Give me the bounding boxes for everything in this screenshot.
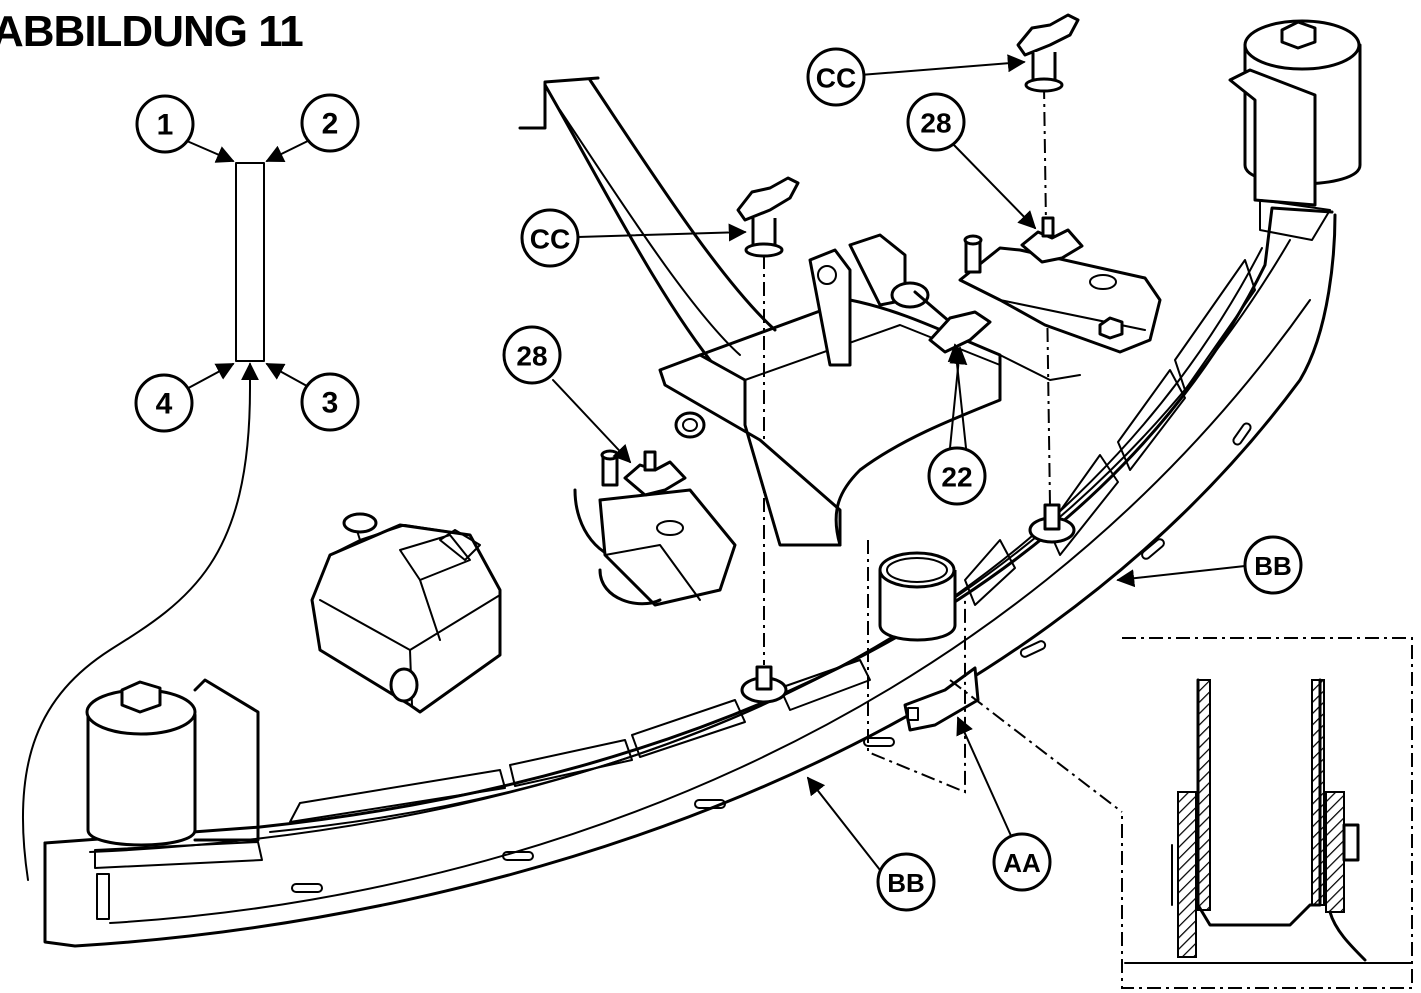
leader-cc-top	[859, 54, 1026, 76]
section-cut-box	[867, 540, 966, 794]
mounting-bracket	[518, 76, 1081, 547]
arrow-4	[180, 363, 235, 393]
callout-22: 22	[927, 446, 987, 506]
callout-cc-top: CC	[806, 47, 866, 107]
t-handle-knob-top	[1016, 13, 1080, 93]
leader-22	[949, 346, 968, 449]
leader-bb-right	[1116, 565, 1246, 588]
blade-strip	[235, 162, 265, 362]
leader-22b	[947, 343, 967, 449]
callout-28-right: 28	[906, 92, 966, 152]
section-detail	[949, 637, 1413, 989]
svg-text:1: 1	[157, 109, 174, 142]
front-pivot-boss	[878, 551, 980, 732]
figure-title: ABBILDUNG 11	[0, 7, 304, 56]
svg-text:22: 22	[941, 462, 972, 493]
leader-cc-left	[577, 223, 747, 242]
svg-text:CC: CC	[530, 224, 570, 255]
callout-1: 1	[135, 94, 195, 154]
callout-bb-bottom: BB	[876, 852, 936, 912]
svg-text:3: 3	[322, 387, 339, 420]
right-clamp	[958, 216, 1162, 354]
callout-28-left: 28	[502, 325, 562, 385]
leader-aa	[956, 716, 1013, 839]
machine-thumbnail	[310, 512, 502, 714]
svg-text:28: 28	[920, 108, 951, 139]
arrow-1	[179, 137, 235, 163]
svg-text:BB: BB	[887, 868, 925, 898]
callout-3: 3	[300, 372, 360, 432]
svg-text:AA: AA	[1003, 848, 1041, 878]
right-caster-wheel	[1228, 19, 1362, 241]
leader-28-right	[951, 142, 1037, 230]
svg-text:28: 28	[516, 341, 547, 372]
leader-28-left	[552, 379, 632, 464]
svg-text:CC: CC	[816, 63, 856, 94]
left-caster-wheel	[85, 678, 263, 869]
svg-text:BB: BB	[1254, 551, 1292, 581]
mount-bosses	[740, 503, 1076, 704]
svg-text:2: 2	[322, 108, 339, 141]
callout-2: 2	[300, 93, 360, 153]
svg-text:4: 4	[156, 388, 173, 421]
callout-bb-right: BB	[1243, 535, 1303, 595]
left-clamp	[573, 449, 737, 607]
center-knob	[890, 281, 992, 354]
callout-cc-left: CC	[520, 208, 580, 268]
leader-to-squeegee	[21, 362, 259, 881]
leader-bb-bottom	[806, 776, 881, 871]
callout-4: 4	[134, 373, 194, 433]
callout-aa: AA	[992, 832, 1052, 892]
t-handle-knob-left	[736, 176, 800, 258]
